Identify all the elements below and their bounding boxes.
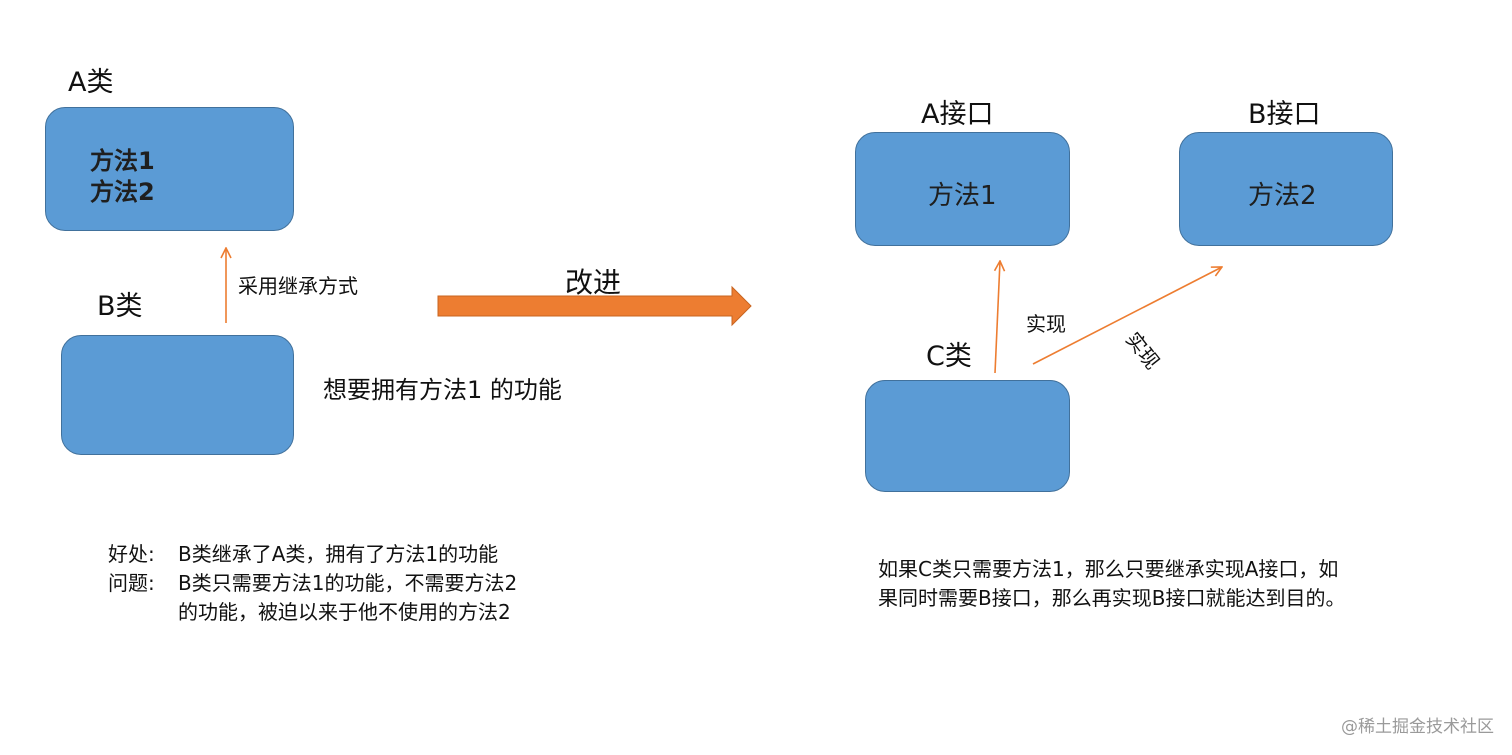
summary-line-1: 如果C类只需要方法1，那么只要继承实现A接口，如 <box>878 557 1339 581</box>
improve-label: 改进 <box>565 266 622 299</box>
class-c-title: C类 <box>926 341 972 372</box>
implement-arrow-a <box>995 261 1000 374</box>
interface-a-title: A接口 <box>921 99 994 130</box>
class-a-method-2: 方法2 <box>90 178 155 206</box>
interface-a-box: 方法1 <box>855 132 1070 246</box>
implement-label-a: 实现 <box>1026 312 1066 336</box>
summary-line-2: 果同时需要B接口，那么再实现B接口就能达到目的。 <box>878 586 1346 610</box>
problem-line-2: 的功能，被迫以来于他不使用的方法2 <box>178 600 511 624</box>
interface-b-method: 方法2 <box>1248 181 1317 211</box>
interface-b-title: B接口 <box>1248 99 1321 130</box>
problem-line-1: B类只需要方法1的功能，不需要方法2 <box>178 571 518 595</box>
class-b-box <box>61 335 294 455</box>
class-b-title: B类 <box>97 291 143 322</box>
class-c-box <box>865 380 1070 492</box>
advantage-text: B类继承了A类，拥有了方法1的功能 <box>178 542 499 566</box>
implement-arrow-b <box>1032 267 1222 365</box>
desire-text: 想要拥有方法1 的功能 <box>323 376 562 404</box>
inherit-label: 采用继承方式 <box>238 274 358 298</box>
watermark: @稀土掘金技术社区 <box>1341 717 1494 737</box>
problem-label: 问题: <box>108 571 155 595</box>
class-a-box: 方法1 方法2 <box>45 107 294 231</box>
interface-b-box: 方法2 <box>1179 132 1393 246</box>
class-a-method-1: 方法1 <box>90 147 155 175</box>
class-a-title: A类 <box>68 67 114 98</box>
interface-a-method: 方法1 <box>928 181 997 211</box>
improve-arrow <box>437 285 752 327</box>
advantage-label: 好处: <box>108 542 155 566</box>
